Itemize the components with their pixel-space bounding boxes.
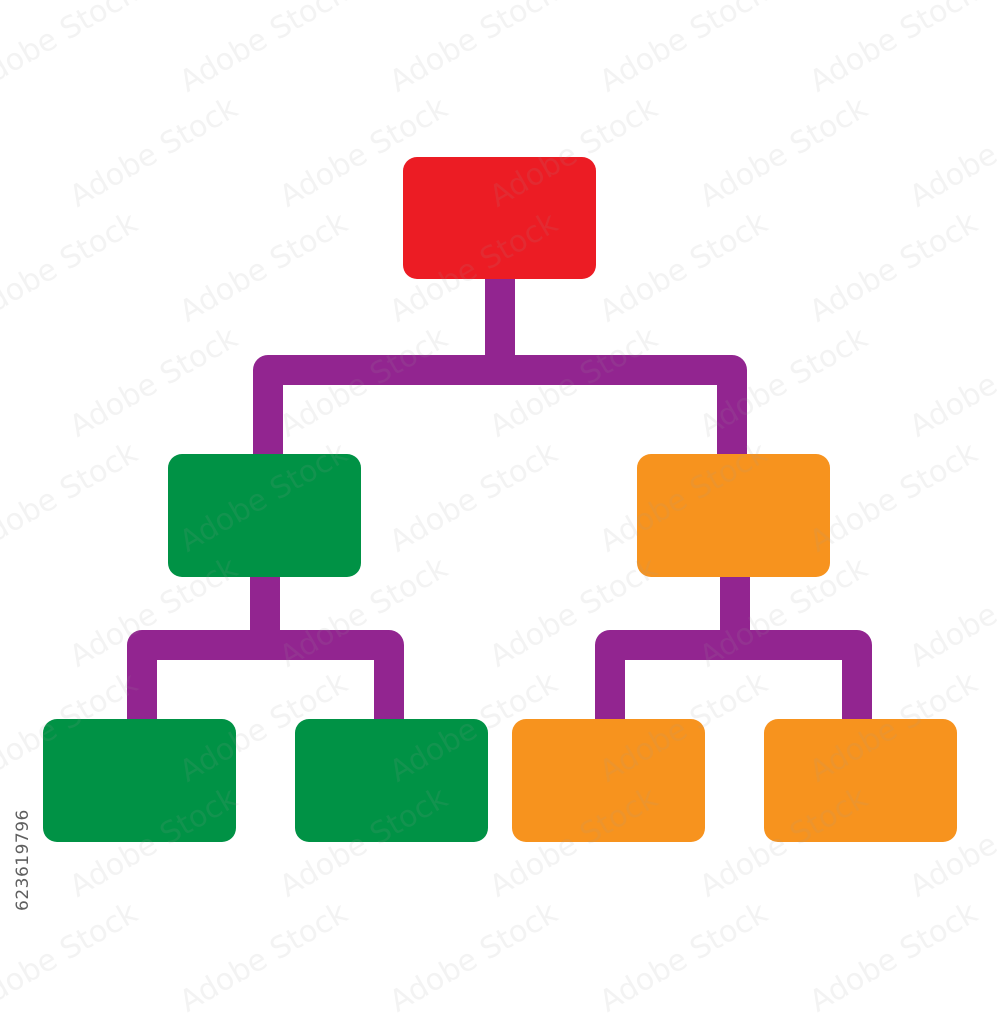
node-right-leaf-1 bbox=[512, 719, 705, 842]
node-left-leaf-2 bbox=[295, 719, 488, 842]
node-right-leaf-2 bbox=[764, 719, 957, 842]
node-root bbox=[403, 157, 596, 279]
node-left-child bbox=[168, 454, 361, 577]
stock-id-label: 623619796 bbox=[13, 809, 33, 911]
connector-right-bar bbox=[595, 630, 872, 719]
node-left-leaf-1 bbox=[43, 719, 236, 842]
diagram-nodes bbox=[43, 157, 957, 842]
node-right-child bbox=[637, 454, 830, 577]
connector-level1-bar bbox=[253, 355, 747, 454]
connector-lines bbox=[127, 279, 872, 719]
connector-left-bar bbox=[127, 630, 404, 719]
